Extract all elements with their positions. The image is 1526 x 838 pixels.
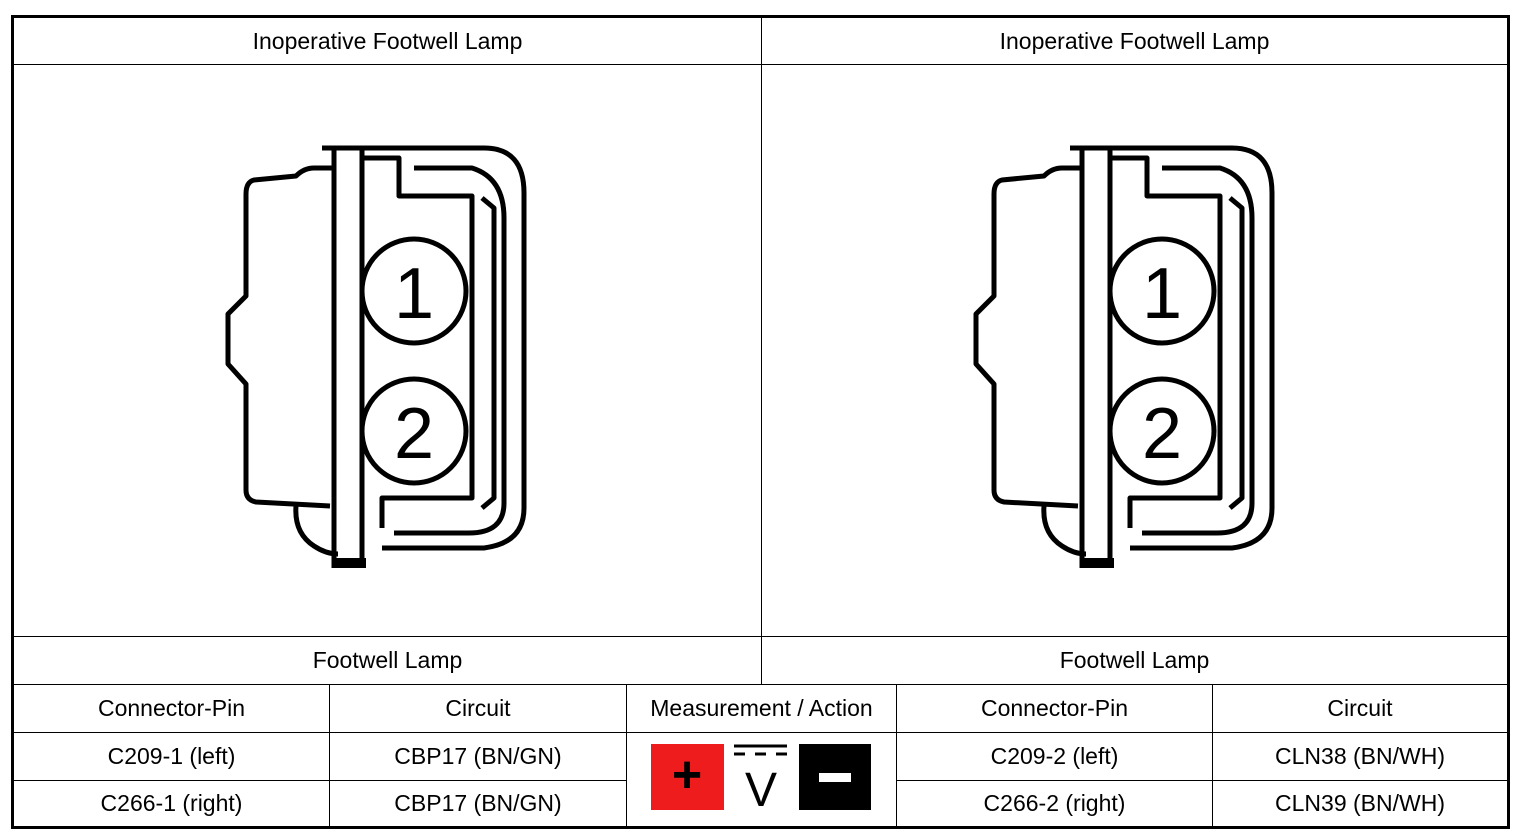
positive-probe-icon — [651, 744, 724, 810]
positive-symbol: + — [672, 746, 702, 804]
dc-voltage-measurement-icon: + V — [651, 744, 871, 812]
divider — [329, 684, 330, 826]
pin-label: 2 — [394, 394, 434, 474]
divider — [14, 64, 1507, 65]
pin-label: 2 — [1142, 394, 1182, 474]
divider — [896, 780, 1507, 781]
table-cell-circuit: CLN38 (BN/WH) — [1275, 743, 1445, 769]
pin-label: 1 — [1142, 254, 1182, 334]
divider — [896, 684, 897, 826]
left-component-label: Footwell Lamp — [312, 647, 463, 673]
header-connector-pin: Connector-Pin — [980, 695, 1129, 721]
right-connector-diagram: 1 2 — [973, 145, 1275, 568]
divider — [14, 732, 1507, 733]
divider — [761, 18, 762, 685]
divider — [1212, 684, 1213, 826]
header-circuit: Circuit — [445, 695, 511, 721]
voltmeter-symbol: V — [745, 764, 777, 812]
left-panel-title: Inoperative Footwell Lamp — [252, 27, 523, 54]
diagram-frame: Inoperative Footwell Lamp Inoperative Fo… — [11, 15, 1510, 829]
header-connector-pin: Connector-Pin — [97, 695, 246, 721]
header-circuit: Circuit — [1327, 695, 1393, 721]
table-cell-circuit: CLN39 (BN/WH) — [1275, 790, 1445, 816]
table-cell-circuit: CBP17 (BN/GN) — [394, 790, 562, 816]
table-cell-pin: C209-2 (left) — [990, 743, 1119, 769]
negative-symbol-bar — [819, 773, 851, 782]
table-cell-pin: C266-1 (right) — [100, 790, 243, 816]
divider — [14, 780, 626, 781]
right-panel-title: Inoperative Footwell Lamp — [999, 27, 1270, 54]
table-cell-pin: C209-1 (left) — [107, 743, 236, 769]
divider — [626, 684, 627, 826]
left-connector-diagram: 1 2 — [225, 145, 527, 568]
table-cell-pin: C266-2 (right) — [983, 790, 1126, 816]
right-component-label: Footwell Lamp — [1059, 647, 1210, 673]
divider — [14, 636, 1507, 637]
pin-label: 1 — [394, 254, 434, 334]
header-measurement: Measurement / Action — [650, 695, 873, 721]
table-cell-circuit: CBP17 (BN/GN) — [394, 743, 562, 769]
dc-voltmeter-icon: V — [734, 744, 787, 812]
divider — [14, 684, 1507, 685]
